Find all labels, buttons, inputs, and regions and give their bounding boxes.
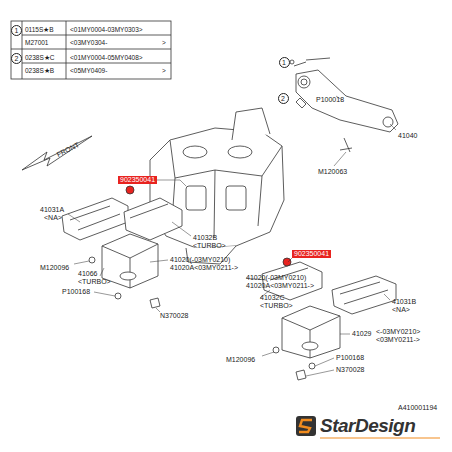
- part-number: <NA>: [44, 214, 62, 222]
- table-cell: >: [162, 67, 166, 75]
- part-number: 41066: [78, 270, 97, 278]
- part-number: <03MY0211->: [376, 336, 420, 344]
- part-number: P100168: [336, 354, 364, 362]
- part-number: 41032C: [260, 294, 285, 302]
- callout-number: 1: [15, 27, 19, 34]
- highlighted-part-number: 902350041: [292, 250, 331, 258]
- part-number: P100018: [316, 96, 344, 104]
- part-number: 41040: [398, 132, 417, 140]
- table-cell: <01MY0004-05MY0408>: [70, 54, 143, 62]
- parts-table: [11, 21, 171, 79]
- callout-number: 2: [15, 55, 19, 62]
- table-cell: <05MY0409-: [70, 67, 107, 75]
- part-number: 41029: [352, 330, 371, 338]
- watermark-logo: StarDesign: [320, 416, 415, 436]
- pitch-stop-41040: [290, 58, 398, 152]
- table-cell: M27001: [25, 39, 49, 47]
- table-cell: >: [162, 39, 166, 47]
- table-cell: <03MY0304-: [70, 39, 107, 47]
- engine-block: [150, 108, 284, 264]
- part-number: 41020A<03MY0211->: [246, 282, 314, 290]
- table-cell: 0238S★C: [25, 54, 55, 62]
- part-number: 41032B: [193, 234, 217, 242]
- part-number: <TURBO>: [78, 278, 111, 286]
- part-number: A410001194: [398, 404, 437, 412]
- part-number: M120096: [40, 264, 69, 272]
- part-number: <-03MY0210>: [376, 328, 420, 336]
- callout-circle: 2: [278, 93, 289, 104]
- table-cell: 0115S★B: [25, 26, 54, 34]
- part-number: P100168: [62, 288, 90, 296]
- table-cell: 0238S★B: [25, 67, 54, 75]
- callout-number: 1: [282, 59, 286, 66]
- left-mount-group: [62, 186, 182, 308]
- part-number: 41020A<03MY0211->: [170, 264, 238, 272]
- part-number: 41031A: [40, 206, 64, 214]
- front-arrow: [22, 136, 92, 170]
- callout-circle: 2: [11, 53, 22, 64]
- table-cell: <01MY0004-03MY0303>: [70, 26, 143, 34]
- logo-icon: [296, 416, 440, 438]
- callout-circle: 1: [279, 57, 290, 68]
- part-number: N370028: [336, 366, 364, 374]
- callout-circle: 1: [11, 25, 22, 36]
- part-number: 41020(-03MY0210): [170, 256, 230, 264]
- part-number: <TURBO>: [193, 242, 226, 250]
- part-number: M120063: [318, 168, 347, 176]
- leader-lines: [68, 96, 396, 376]
- part-number: 41020(-03MY0210): [246, 274, 306, 282]
- part-number: 41031B: [392, 298, 416, 306]
- part-number: <NA>: [392, 306, 410, 314]
- part-number: <TURBO>: [260, 302, 293, 310]
- direction-label: FRONT: [55, 141, 80, 159]
- callout-number: 2: [281, 95, 285, 102]
- part-number: N370028: [160, 312, 188, 320]
- highlighted-part-number: 902350041: [118, 176, 157, 184]
- part-number: M120096: [226, 356, 255, 364]
